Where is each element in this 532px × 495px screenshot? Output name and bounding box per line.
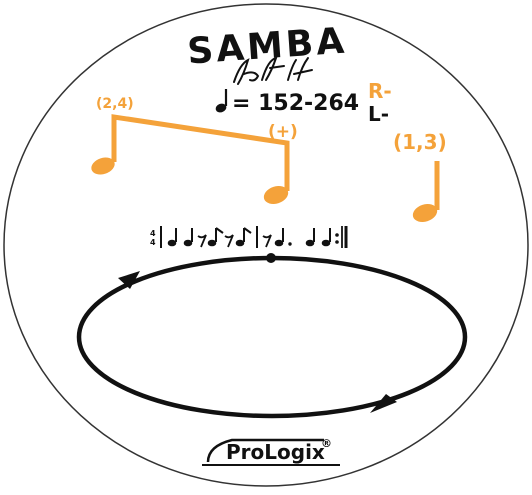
start-dot xyxy=(266,253,276,263)
brand-name: ProLogix xyxy=(226,440,325,464)
brand-logo: ProLogix ® xyxy=(202,437,340,466)
rhythm-notation: 4 4 xyxy=(150,226,348,248)
brand-registered: ® xyxy=(321,437,332,450)
beats-24-label: (2,4) xyxy=(96,96,134,112)
arrow-icon xyxy=(118,271,140,289)
plus-label: (+) xyxy=(268,122,298,142)
quarter-note-icon xyxy=(412,161,440,222)
quarter-note-icon xyxy=(91,157,115,175)
beats-13-label: (1,3) xyxy=(393,130,447,154)
tempo-text: = 152-264 xyxy=(232,91,359,116)
time-signature-bottom: 4 xyxy=(150,238,156,247)
tempo-marking: = 152-264 xyxy=(215,89,359,116)
quarter-note-icon xyxy=(263,186,289,204)
quarter-note-icon xyxy=(215,89,228,113)
time-signature-top: 4 xyxy=(150,229,156,238)
arrow-icon xyxy=(370,394,397,413)
signature-mark xyxy=(233,56,313,85)
left-hand-legend: L- xyxy=(368,102,389,126)
loop-path xyxy=(76,253,468,419)
orange-bracket xyxy=(111,114,290,191)
right-hand-legend: R- xyxy=(368,79,392,103)
